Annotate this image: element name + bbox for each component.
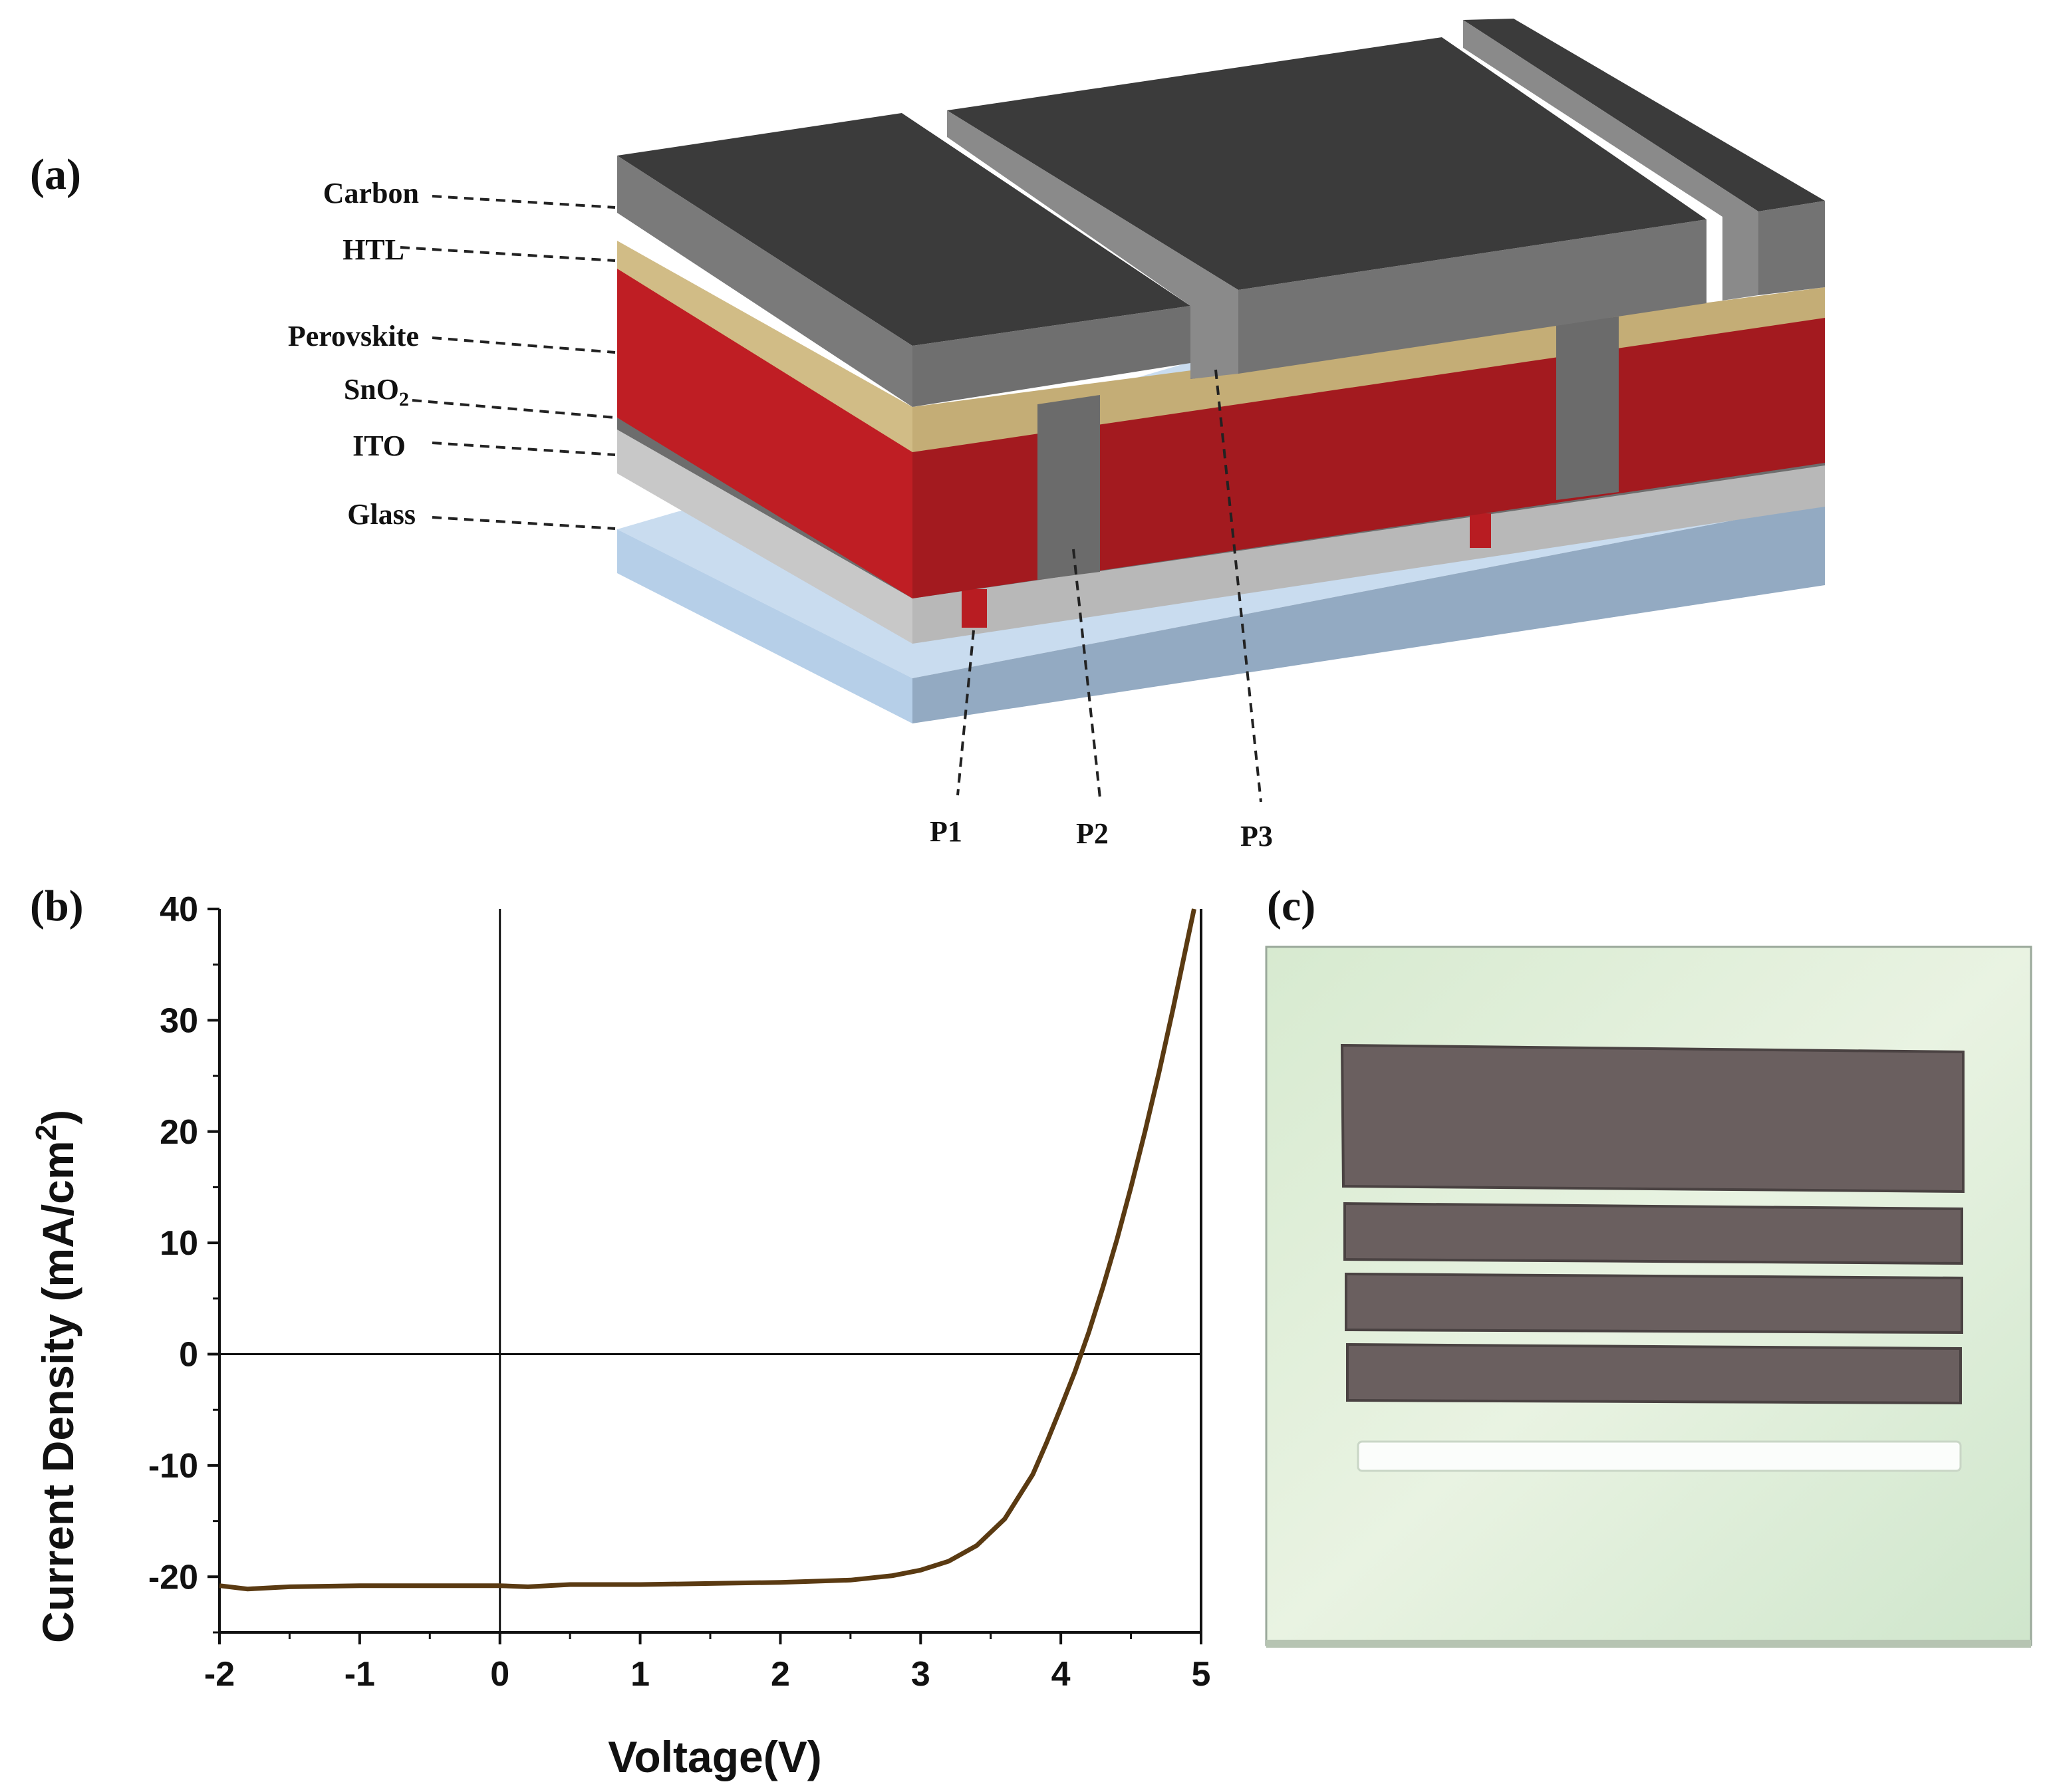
- electrode-strip-1: [1343, 1202, 1963, 1265]
- x-tick-label: -2: [204, 1655, 235, 1694]
- x-axis-ticks: -2 -1 0 1 2 3 4 5: [204, 1632, 1211, 1694]
- y-tick-label: -20: [148, 1558, 198, 1597]
- device-schematic: [400, 19, 1825, 803]
- leader-lines: [400, 195, 1262, 803]
- scribe-p1: [962, 589, 987, 628]
- x-tick-label: 0: [490, 1655, 509, 1694]
- y-tick-label: 40: [160, 890, 198, 929]
- panel-label-b: (b): [30, 882, 84, 930]
- x-tick-label: 5: [1192, 1655, 1211, 1694]
- jv-curve: [219, 908, 1196, 1592]
- htl-front-face: [617, 241, 912, 452]
- x-tick-label: 4: [1051, 1655, 1071, 1694]
- y-tick-label: 20: [160, 1113, 198, 1152]
- carbon-2-left-face: [947, 110, 1238, 379]
- y-axis-title-superscript: 2: [30, 1124, 63, 1140]
- y-tick-label: -10: [148, 1447, 198, 1485]
- carbon-1-top-face: [617, 113, 1190, 346]
- y-axis-title-close: ): [33, 1110, 82, 1124]
- layer-label-perovskite: Perovskite: [287, 320, 419, 352]
- panel-label-a: (a): [30, 150, 81, 199]
- scribe-label-p2: P2: [1076, 817, 1109, 850]
- layer-label-carbon: Carbon: [323, 177, 419, 209]
- layer-label-glass: Glass: [347, 498, 416, 531]
- y-tick-label: 30: [160, 1001, 198, 1040]
- ito-front-face: [617, 426, 912, 644]
- x-tick-label: 2: [771, 1655, 790, 1694]
- plot-frame: [218, 909, 1202, 1634]
- scribe-p2-right: [1556, 317, 1619, 500]
- x-tick-label: -1: [344, 1655, 375, 1694]
- glass-right-face: [912, 503, 1825, 723]
- electrode-strip-3: [1346, 1343, 1962, 1405]
- scribe-label-p3: P3: [1240, 820, 1273, 852]
- layer-label-sno2: SnO2: [343, 373, 409, 410]
- carbon-3-left-face: [1463, 20, 1758, 301]
- device-photo: [1265, 946, 2032, 1648]
- layer-label-ito: ITO: [352, 430, 406, 462]
- perovskite-front-face: [617, 269, 912, 598]
- x-tick-label: 3: [911, 1655, 930, 1694]
- scribe-p1-right: [1470, 513, 1491, 548]
- carbon-1-front-face: [617, 156, 912, 407]
- y-axis-title: Current Density (mA/cm2): [30, 1110, 82, 1643]
- x-axis-title: Voltage(V): [608, 1732, 821, 1781]
- electrode-strip-2: [1345, 1272, 1963, 1335]
- carbon-2-top-face: [947, 37, 1706, 290]
- carbon-2-front-face: [1238, 219, 1706, 374]
- scribe-label-p1: P1: [930, 815, 962, 848]
- y-axis-title-main: Current Density (mA/cm: [33, 1140, 82, 1643]
- carbon-3-front-face: [1758, 201, 1825, 295]
- zero-lines: [219, 909, 1201, 1632]
- ito-right-face: [912, 461, 1825, 644]
- x-tick-label: 1: [630, 1655, 650, 1694]
- y-axis-ticks: 40 30 20 10 0 -10 -20: [148, 890, 219, 1634]
- photo-bottom-edge: [1266, 1640, 2031, 1648]
- blank-strip: [1357, 1440, 1962, 1472]
- y-tick-label: 0: [179, 1336, 198, 1374]
- panel-label-c: (c): [1267, 882, 1316, 930]
- electrode-large: [1340, 1043, 1965, 1194]
- scribe-p2: [1037, 395, 1100, 580]
- layer-label-htl: HTL: [342, 233, 404, 266]
- glass-front-face: [617, 529, 912, 723]
- y-tick-label: 10: [160, 1224, 198, 1263]
- carbon-1-right-face: [912, 306, 1190, 407]
- carbon-3-top-face: [1463, 19, 1825, 211]
